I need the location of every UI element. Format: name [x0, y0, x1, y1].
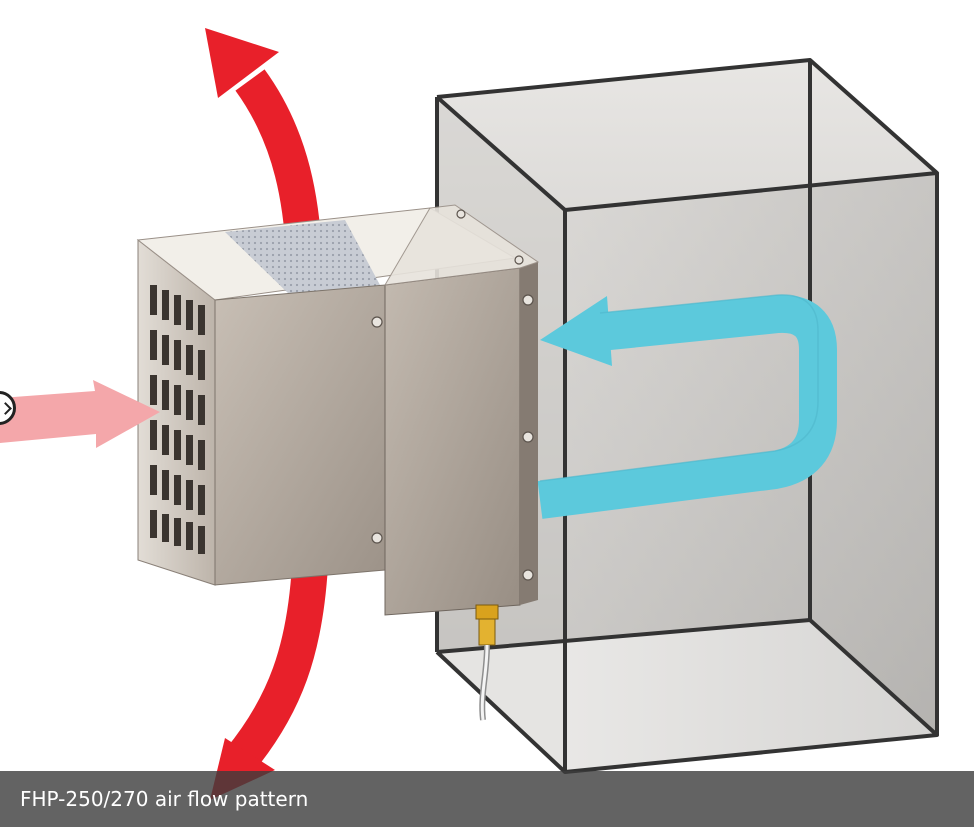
unit-top-mesh [225, 220, 380, 295]
image-caption: FHP-250/270 air flow pattern [20, 787, 309, 811]
unit-mounting-plate [384, 267, 521, 616]
unit-plate-top [384, 204, 540, 286]
caption-bar: FHP-250/270 air flow pattern [0, 771, 974, 827]
unit-louvers [150, 285, 205, 554]
heat-exchanger-unit [136, 204, 540, 721]
ambient-air-inlet-arrow [0, 380, 160, 448]
chevron-left-icon [0, 401, 12, 415]
cable-gland [475, 604, 499, 721]
cabinet-air-loop-arrow [537, 294, 837, 519]
unit-screws [371, 209, 534, 581]
hot-air-exhaust-arrow-down [210, 563, 328, 800]
unit-front-face [214, 284, 386, 586]
cabinet-edge-bottom [435, 618, 939, 774]
